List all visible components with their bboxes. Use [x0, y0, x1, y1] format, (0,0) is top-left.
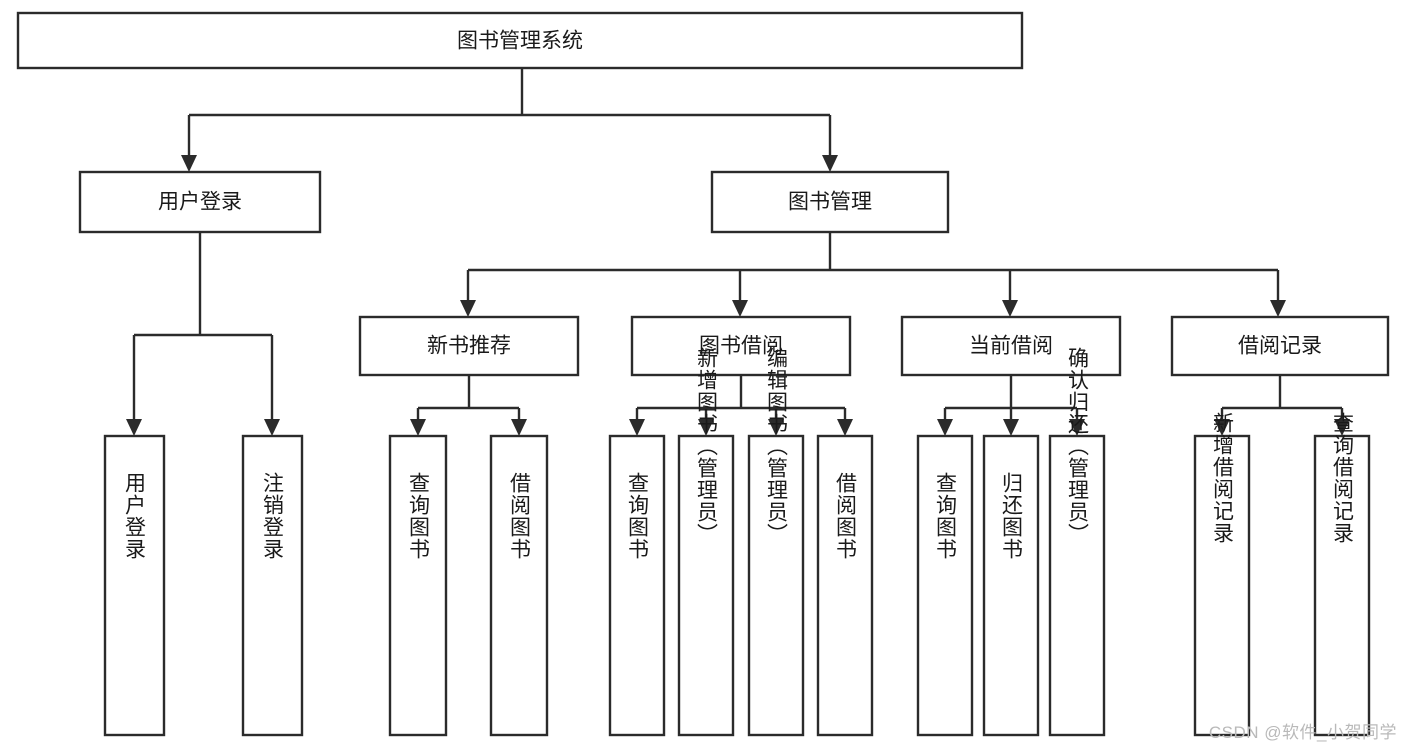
node-leaf-borrow-book-1[interactable]: 借阅图书	[489, 434, 549, 737]
arrow-borrow-leaf3	[768, 419, 784, 436]
node-leaf-edit-book[interactable]: 编辑图书（管理员）	[747, 347, 805, 737]
arrow-root-to-book-manage	[822, 155, 838, 172]
node-borrow-record-box[interactable]	[1170, 315, 1390, 377]
node-leaf-query-record[interactable]: 查询借阅记录	[1313, 412, 1371, 737]
node-leaf-query-book-1-box[interactable]	[388, 434, 448, 737]
node-leaf-add-record-label: 新增借阅记录	[1211, 412, 1235, 544]
node-leaf-logout-box[interactable]	[241, 434, 304, 737]
node-leaf-query-book-3[interactable]: 查询图书	[916, 434, 974, 737]
node-new-book-rec[interactable]: 新书推荐	[358, 315, 580, 377]
arrow-newbook-leaf1	[410, 419, 426, 436]
node-user-login-label: 用户登录	[158, 191, 242, 214]
arrow-current-leaf2	[1003, 419, 1019, 436]
node-leaf-query-record-label: 查询借阅记录	[1331, 412, 1355, 544]
node-book-borrow[interactable]: 图书借阅	[630, 315, 852, 377]
node-leaf-return-book[interactable]: 归还图书	[982, 434, 1040, 737]
node-leaf-add-record[interactable]: 新增借阅记录	[1193, 412, 1251, 737]
node-leaf-return-book-label: 归还图书	[1000, 472, 1024, 560]
node-leaf-borrow-book-2[interactable]: 借阅图书	[816, 434, 874, 737]
node-leaf-add-record-box[interactable]	[1193, 434, 1251, 737]
node-book-borrow-label: 图书借阅	[699, 335, 783, 358]
node-leaf-add-book[interactable]: 新增图书（管理员）	[677, 347, 735, 737]
node-leaf-return-book-box[interactable]	[982, 434, 1040, 737]
arrow-bm-newbook	[460, 300, 476, 317]
node-leaf-query-book-2-box[interactable]	[608, 434, 666, 737]
node-borrow-record-label: 借阅记录	[1238, 335, 1322, 358]
node-root-label: 图书管理系统	[457, 30, 583, 53]
node-leaf-user-login-box[interactable]	[103, 434, 166, 737]
arrow-root-to-user-login	[181, 155, 197, 172]
node-leaf-query-book-3-box[interactable]	[916, 434, 974, 737]
arrow-borrow-leaf2	[698, 419, 714, 436]
arrow-bm-current	[1002, 300, 1018, 317]
node-root-box[interactable]	[16, 11, 1024, 70]
node-user-login-box[interactable]	[78, 170, 322, 234]
node-leaf-user-login-label: 用户登录	[123, 472, 147, 560]
node-leaf-edit-book-label: 编辑图书（管理员）	[765, 347, 789, 545]
node-leaf-edit-book-box[interactable]	[747, 434, 805, 737]
node-leaf-borrow-book-1-label: 借阅图书	[508, 472, 532, 560]
node-leaf-borrow-book-2-box[interactable]	[816, 434, 874, 737]
node-leaf-logout[interactable]: 注销登录	[241, 434, 304, 737]
node-leaf-borrow-book-1-box[interactable]	[489, 434, 549, 737]
node-leaf-query-record-box[interactable]	[1313, 434, 1371, 737]
node-book-manage-box[interactable]	[710, 170, 950, 234]
node-book-manage-label: 图书管理	[788, 191, 872, 214]
node-leaf-user-login[interactable]: 用户登录	[103, 434, 166, 737]
node-current-borrow[interactable]: 当前借阅	[900, 315, 1122, 377]
node-leaf-confirm-return-label: 确认归还（管理员）	[1066, 347, 1090, 545]
node-leaf-logout-label: 注销登录	[261, 472, 285, 560]
arrow-current-leaf1	[937, 419, 953, 436]
node-leaf-query-book-1[interactable]: 查询图书	[388, 434, 448, 737]
node-root[interactable]: 图书管理系统	[16, 11, 1024, 70]
arrow-record-leaf1	[1214, 419, 1230, 436]
node-leaf-add-book-box[interactable]	[677, 434, 735, 737]
arrow-newbook-leaf2	[511, 419, 527, 436]
node-leaf-confirm-return[interactable]: 确认归还（管理员）	[1048, 347, 1106, 737]
node-borrow-record[interactable]: 借阅记录	[1170, 315, 1390, 377]
node-current-borrow-box[interactable]	[900, 315, 1122, 377]
node-leaf-query-book-3-label: 查询图书	[934, 472, 958, 560]
node-leaf-add-book-label: 新增图书（管理员）	[695, 347, 719, 545]
node-user-login[interactable]: 用户登录	[78, 170, 322, 234]
node-new-book-rec-label: 新书推荐	[427, 335, 511, 358]
node-new-book-rec-box[interactable]	[358, 315, 580, 377]
node-book-manage[interactable]: 图书管理	[710, 170, 950, 234]
node-leaf-borrow-book-2-label: 借阅图书	[834, 472, 858, 560]
node-leaf-query-book-2[interactable]: 查询图书	[608, 434, 666, 737]
node-leaf-confirm-return-box[interactable]	[1048, 434, 1106, 737]
arrow-userlogin-leaf1	[126, 419, 142, 436]
node-leaf-query-book-2-label: 查询图书	[626, 472, 650, 560]
arrow-borrow-leaf1	[629, 419, 645, 436]
arrow-bm-record	[1270, 300, 1286, 317]
arrow-borrow-leaf4	[837, 419, 853, 436]
node-leaf-query-book-1-label: 查询图书	[407, 472, 431, 560]
node-current-borrow-label: 当前借阅	[969, 335, 1053, 358]
arrow-bm-borrow	[732, 300, 748, 317]
arrow-record-leaf2	[1334, 419, 1350, 436]
connector-layer	[126, 68, 1350, 436]
arrow-current-leaf3	[1069, 419, 1085, 436]
node-book-borrow-box[interactable]	[630, 315, 852, 377]
arrow-userlogin-leaf2	[264, 419, 280, 436]
